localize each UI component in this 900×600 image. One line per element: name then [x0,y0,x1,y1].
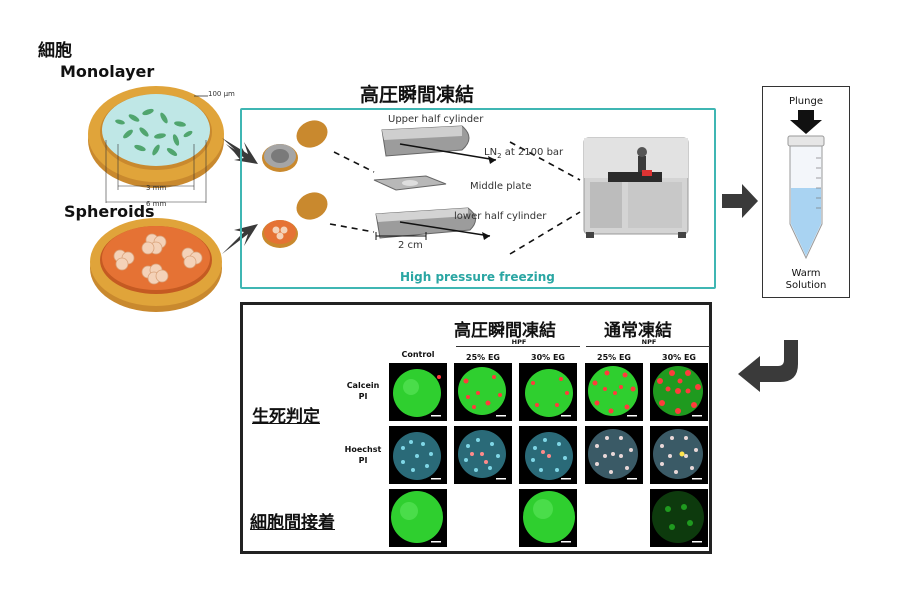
plunge-label: Plunge [789,96,823,107]
col-hpf-25: 25% EG [466,353,500,362]
scale-3mm: 3 mm [146,184,167,192]
cells-label: 細胞 [38,41,72,61]
micrograph-hoechst-hpf-30 [519,426,577,484]
spheroid-dish-illustration [90,218,222,312]
row-calcein-pi: Calcein PI [338,380,388,402]
group-hpf: HPF [511,338,527,346]
col-npf-30: 30% EG [662,353,696,362]
micrograph-calcein-npf-25 [585,363,643,421]
row2-line1: Hoechst [344,445,382,454]
middle-plate-label: Middle plate [470,181,532,192]
micrograph-hoechst-control [389,426,447,484]
hpf-caption: High pressure freezing [400,270,555,284]
micrograph-adhesion-hpf-30 [519,489,577,547]
micrograph-calcein-hpf-30 [519,363,577,421]
monolayer-dish-illustration [88,86,224,203]
micrograph-hoechst-npf-30 [650,426,708,484]
row1-line2: PI [358,392,368,401]
hpf-title: 高圧瞬間凍結 [360,84,475,106]
arrow-to-results [738,340,798,392]
monolayer-label: Monolayer [60,62,155,81]
col-npf-25: 25% EG [597,353,631,362]
viability-label: 生死判定 [252,407,320,427]
lower-half-cylinder-label: lower half cylinder [454,211,547,222]
upper-half-cylinder-label: Upper half cylinder [388,114,484,125]
hpf-group-rule [456,346,580,347]
scale-100um: 100 μm [208,90,235,98]
micrograph-calcein-control [389,363,447,421]
micrograph-calcein-hpf-25 [454,363,512,421]
warm-line-2: Solution [785,280,827,291]
group-hpf-jp: 高圧瞬間凍結 [454,321,556,341]
micrograph-calcein-npf-30 [650,363,708,421]
micrograph-adhesion-npf-30 [650,489,708,547]
group-npf: NPF [641,338,657,346]
adhesion-label: 細胞間接着 [250,513,335,533]
scale-2cm: 2 cm [398,240,423,251]
col-hpf-30: 30% EG [531,353,565,362]
micrograph-hoechst-npf-25 [585,426,643,484]
hpf-panel [240,108,716,289]
col-control: Control [401,350,435,359]
ln2-label: LN2 at 2100 bar [484,147,564,160]
row-hoechst-pi: Hoechst PI [338,444,388,466]
row2-line2: PI [358,456,368,465]
group-npf-jp: 通常凍結 [604,321,672,341]
tube-illustration [787,110,825,260]
results-panel [240,302,712,554]
spheroids-label: Spheroids [64,202,155,221]
row1-line1: Calcein [346,381,380,390]
warm-line-1: Warm [791,268,821,279]
arrow-to-plunge [722,184,758,218]
warm-solution-label: Warm Solution [762,268,850,292]
hpf-mechanism-illustration [262,120,689,255]
micrograph-adhesion-control [389,489,447,547]
scale-6mm: 6 mm [146,200,167,208]
micrograph-hoechst-hpf-25 [454,426,512,484]
npf-group-rule [586,346,710,347]
